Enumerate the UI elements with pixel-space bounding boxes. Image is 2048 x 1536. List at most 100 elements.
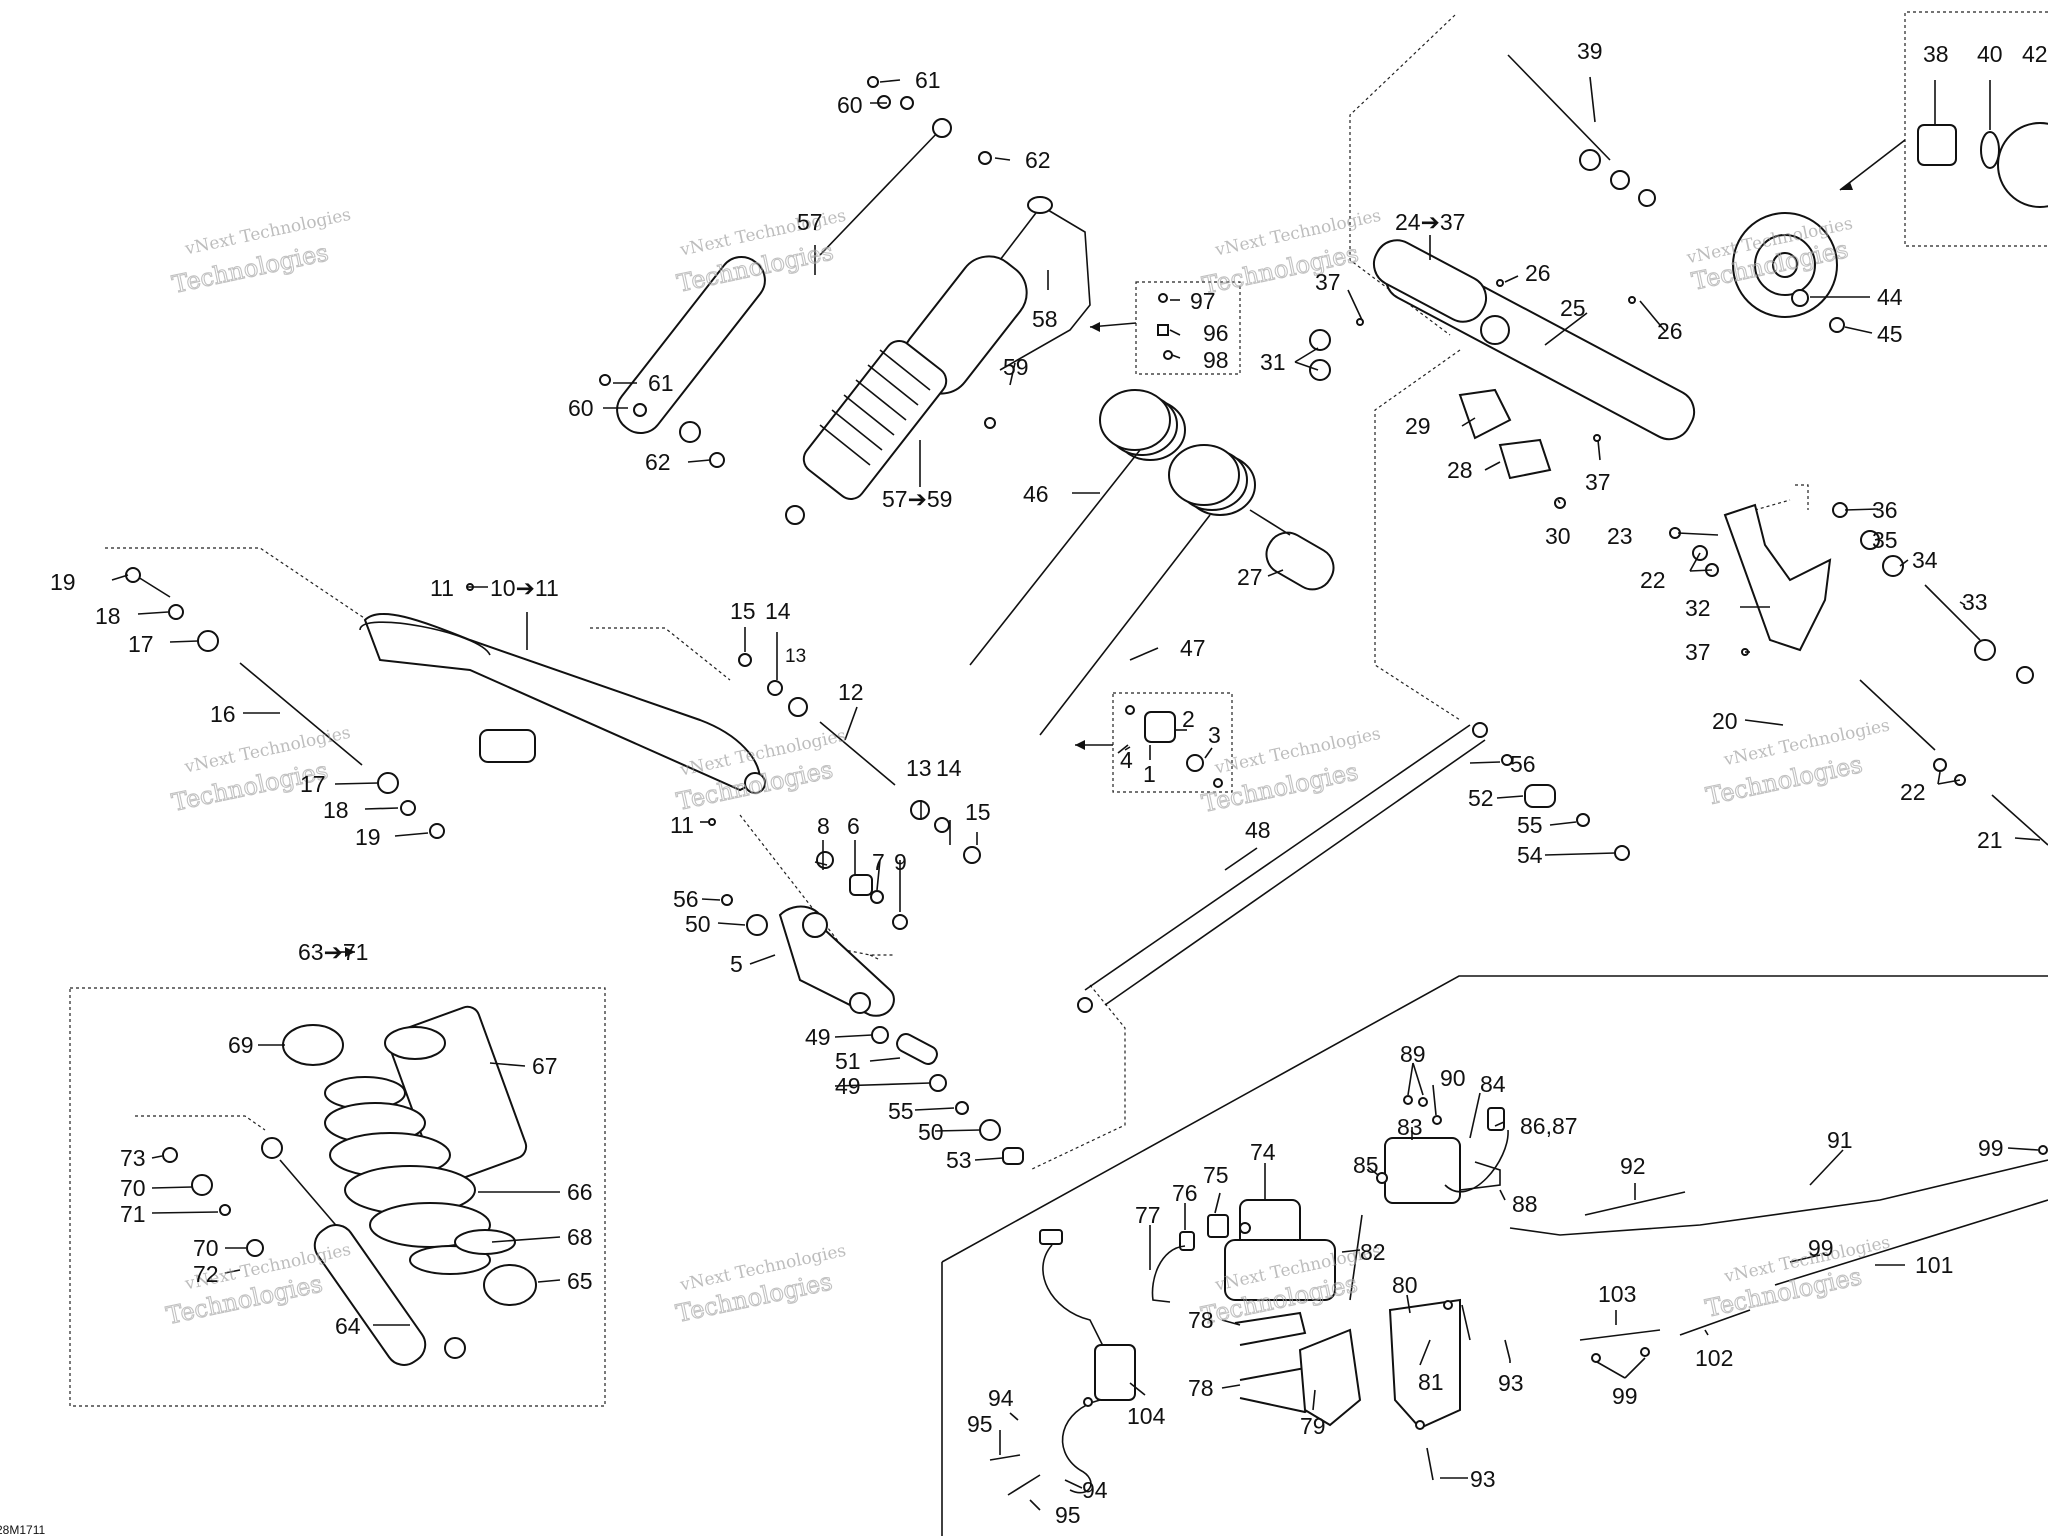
callout-85: 85 xyxy=(1353,1152,1379,1178)
electronics-panel-outline xyxy=(941,975,2048,1263)
callout-14: 14 xyxy=(765,598,791,624)
callout-104: 104 xyxy=(1127,1403,1166,1429)
callout-90: 90 xyxy=(1440,1065,1466,1091)
callout-42: 42 xyxy=(2022,41,2048,67)
callout-60: 60 xyxy=(837,92,863,118)
callout-26: 26 xyxy=(1525,260,1551,286)
shock-absorber-57-59 xyxy=(785,196,1091,525)
fitting-97-96-98 xyxy=(1089,293,1173,360)
callout-4: 4 xyxy=(1120,747,1133,773)
callout-24-37: 24➔37 xyxy=(1395,209,1465,235)
callout-33: 33 xyxy=(1962,589,1988,615)
callout-37: 37 xyxy=(1585,469,1611,495)
drawing-code: 28M1711 xyxy=(0,1523,45,1536)
callout-37: 37 xyxy=(1685,639,1711,665)
callout-78: 78 xyxy=(1188,1307,1214,1333)
callout-83: 83 xyxy=(1397,1114,1423,1140)
callout-12: 12 xyxy=(838,679,864,705)
callout-22: 22 xyxy=(1900,779,1926,805)
callout-45: 45 xyxy=(1877,321,1903,347)
callout-7: 7 xyxy=(872,849,885,875)
callout-3: 3 xyxy=(1208,722,1221,748)
callout-75: 75 xyxy=(1203,1162,1229,1188)
callout-19: 19 xyxy=(355,824,381,850)
callout-36: 36 xyxy=(1872,497,1898,523)
callout-66: 66 xyxy=(567,1179,593,1205)
callout-94: 94 xyxy=(988,1385,1014,1411)
callout-10-11: 10➔11 xyxy=(490,575,559,601)
callout-39: 39 xyxy=(1577,38,1603,64)
callout-79: 79 xyxy=(1300,1413,1326,1439)
callout-2: 2 xyxy=(1182,706,1195,732)
shock-kit-group-box xyxy=(69,987,606,1407)
callout-56: 56 xyxy=(673,886,699,912)
callout-19: 19 xyxy=(50,569,76,595)
callout-99: 99 xyxy=(1978,1135,2004,1161)
callout-27: 27 xyxy=(1237,564,1263,590)
callout-15: 15 xyxy=(730,598,756,624)
clamp-group-box xyxy=(1112,692,1233,793)
callout-49: 49 xyxy=(805,1024,831,1050)
callout-8: 8 xyxy=(817,813,830,839)
callout-102: 102 xyxy=(1695,1345,1733,1371)
callout-55: 55 xyxy=(1517,812,1543,838)
callout-49: 49 xyxy=(835,1073,861,1099)
callout-62: 62 xyxy=(645,449,671,475)
callout-38: 38 xyxy=(1923,41,1949,67)
callout-18: 18 xyxy=(95,603,121,629)
callout-64: 64 xyxy=(335,1313,361,1339)
callout-labels: 61 60 62 57 58 59 61 60 62 57➔59 97 96 9… xyxy=(0,38,2048,1536)
callout-89: 89 xyxy=(1400,1041,1426,1067)
callout-48: 48 xyxy=(1245,817,1271,843)
callout-25: 25 xyxy=(1560,295,1586,321)
callout-26: 26 xyxy=(1657,318,1683,344)
callout-95: 95 xyxy=(967,1411,993,1437)
callout-32: 32 xyxy=(1685,595,1711,621)
callout-84: 84 xyxy=(1480,1071,1506,1097)
callout-35: 35 xyxy=(1872,527,1898,553)
callout-44: 44 xyxy=(1877,284,1903,310)
callout-15: 15 xyxy=(965,799,991,825)
electronics-parts xyxy=(989,1095,2048,1496)
callout-88: 88 xyxy=(1512,1191,1538,1217)
callout-47: 47 xyxy=(1180,635,1206,661)
callout-1: 1 xyxy=(1143,761,1156,787)
callout-17: 17 xyxy=(128,631,154,657)
callout-5: 5 xyxy=(730,951,743,977)
callout-76: 76 xyxy=(1172,1180,1198,1206)
callout-60: 60 xyxy=(568,395,594,421)
callout-34: 34 xyxy=(1912,547,1938,573)
callout-28: 28 xyxy=(1447,457,1473,483)
callout-55: 55 xyxy=(888,1098,914,1124)
callout-96: 96 xyxy=(1203,320,1229,346)
callout-63-71: 63➔71 xyxy=(298,939,368,965)
callout-82: 82 xyxy=(1360,1239,1386,1265)
callout-65: 65 xyxy=(567,1268,593,1294)
callout-77: 77 xyxy=(1135,1202,1161,1228)
callout-56: 56 xyxy=(1510,751,1536,777)
callout-14: 14 xyxy=(936,755,962,781)
callout-57-59: 57➔59 xyxy=(882,486,952,512)
callout-11: 11 xyxy=(670,812,694,838)
callout-93: 93 xyxy=(1498,1370,1524,1396)
callout-23: 23 xyxy=(1607,523,1633,549)
callout-6: 6 xyxy=(847,813,860,839)
torsion-springs xyxy=(969,389,1335,736)
callout-52: 52 xyxy=(1468,785,1494,811)
callout-73: 73 xyxy=(120,1145,146,1171)
callout-46: 46 xyxy=(1023,481,1049,507)
callout-21: 21 xyxy=(1977,827,2003,853)
callout-99: 99 xyxy=(1808,1235,1834,1261)
callout-58: 58 xyxy=(1032,306,1058,332)
callout-92: 92 xyxy=(1620,1153,1646,1179)
callout-74: 74 xyxy=(1250,1139,1276,1165)
callout-17: 17 xyxy=(300,771,326,797)
shock-kit-parts xyxy=(162,1005,537,1366)
callout-99: 99 xyxy=(1612,1383,1638,1409)
callout-70: 70 xyxy=(193,1235,219,1261)
callout-51: 51 xyxy=(835,1048,861,1074)
callout-93: 93 xyxy=(1470,1466,1496,1492)
wheel-detail-box xyxy=(1904,11,2048,247)
callout-101: 101 xyxy=(1915,1252,1953,1278)
callout-81: 81 xyxy=(1418,1369,1444,1395)
